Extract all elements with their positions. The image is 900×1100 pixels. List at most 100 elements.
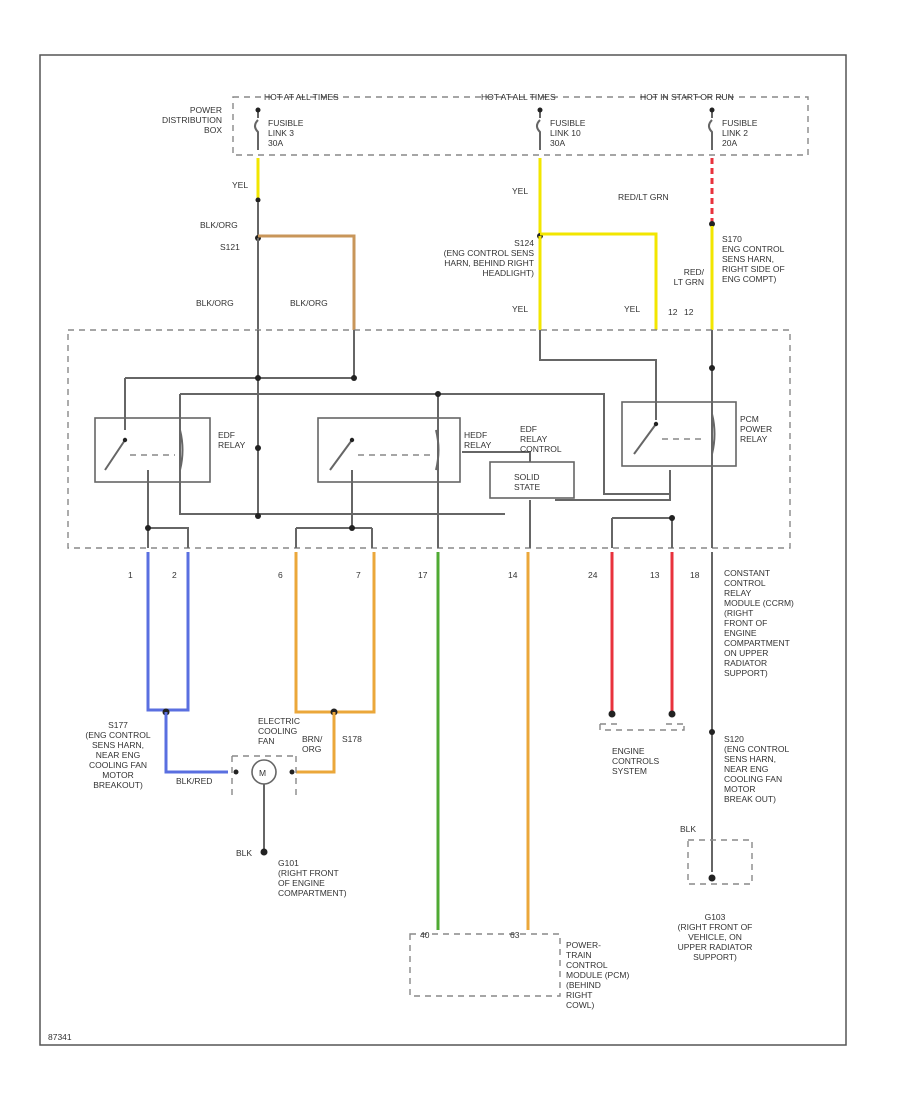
svg-text:S120: S120 [724,734,744,744]
s120-label: S120 (ENG CONTROL SENS HARN, NEAR ENG CO… [724,734,789,804]
s124-line2: (ENG CONTROL SENS [444,248,535,258]
svg-text:MODULE (PCM): MODULE (PCM) [566,970,629,980]
svg-text:6: 6 [278,570,283,580]
edf-relay-control-2: RELAY [520,434,548,444]
edf-relay-control-1: EDF [520,424,537,434]
brn-org-wire-to-fan [296,712,336,774]
pcm-box [409,933,561,997]
svg-text:(ENG CONTROL: (ENG CONTROL [724,744,789,754]
power-box-line3: BOX [204,125,222,135]
ground-blk-label: BLK [236,848,252,858]
orange-wires-pins-6-7 [294,552,376,714]
s178-label: S178 [342,734,362,744]
svg-text:14: 14 [508,570,518,580]
s124-line3: HARN, BEHIND RIGHT [444,258,534,268]
connector-dot [255,197,261,203]
blk-org-label-b: BLK/ORG [290,298,328,308]
pcm-pin-63: 63 [510,930,520,940]
svg-text:CONSTANT: CONSTANT [724,568,770,578]
svg-text:LINK 10: LINK 10 [550,128,581,138]
g101-label: G101 (RIGHT FRONT OF ENGINE COMPARTMENT) [278,858,347,898]
ccrm-internal-wiring [124,330,715,548]
svg-text:COWL): COWL) [566,1000,595,1010]
svg-text:RADIATOR: RADIATOR [724,658,767,668]
svg-text:COMPARTMENT: COMPARTMENT [724,638,790,648]
red-lt-grn-top-label: RED/LT GRN [618,192,669,202]
blk-org-tan-wire [258,234,356,330]
edf-relay: EDF RELAY [94,417,246,483]
svg-text:RIGHT: RIGHT [566,990,592,1000]
g103-dashed-box [687,839,753,885]
svg-text:SUPPORT): SUPPORT) [693,952,737,962]
svg-text:SENS HARN,: SENS HARN, [92,740,144,750]
red-lt-grn-label-1: RED/ [684,267,705,277]
svg-text:RELAY: RELAY [464,440,492,450]
svg-text:MOTOR: MOTOR [724,784,755,794]
svg-text:EDF: EDF [218,430,235,440]
yel-wire-4 [540,232,658,330]
red-lt-grn-label-2: LT GRN [674,277,704,287]
solid-state-line1: SOLID [514,472,540,482]
svg-text:COOLING FAN: COOLING FAN [89,760,147,770]
electric-cooling-fan: ELECTRIC COOLING FAN M [231,716,300,850]
s170-line4: RIGHT SIDE OF [722,264,785,274]
svg-text:MOTOR: MOTOR [102,770,133,780]
splice-s170 [709,221,715,227]
svg-text:UPPER RADIATOR: UPPER RADIATOR [678,942,753,952]
svg-text:(ENG CONTROL: (ENG CONTROL [85,730,150,740]
brn-org-label-2: ORG [302,744,321,754]
svg-text:CONTROL: CONTROL [724,578,766,588]
blk-red-wire-to-fan [164,712,228,774]
ccrm-pins: 1 2 6 7 17 14 24 13 18 [128,570,700,580]
s124-line4: HEADLIGHT) [483,268,535,278]
fusible-link-10: FUSIBLE LINK 10 30A [536,107,586,150]
svg-text:MODULE (CCRM): MODULE (CCRM) [724,598,794,608]
svg-text:SUPPORT): SUPPORT) [724,668,768,678]
svg-text:LINK 3: LINK 3 [268,128,294,138]
engine-controls-bracket [599,723,685,731]
solid-state-box [489,461,575,499]
pcm-pin-40: 40 [420,930,430,940]
svg-text:RELAY: RELAY [218,440,246,450]
hedf-relay: HEDF RELAY [317,417,492,483]
svg-text:30A: 30A [550,138,565,148]
svg-text:13: 13 [650,570,660,580]
ground-g101-dot [260,848,268,856]
svg-text:(BEHIND: (BEHIND [566,980,601,990]
svg-text:TRAIN: TRAIN [566,950,592,960]
s124-line1: S124 [514,238,534,248]
svg-text:FRONT OF: FRONT OF [724,618,767,628]
blk-red-label: BLK/RED [176,776,212,786]
svg-text:HEDF: HEDF [464,430,487,440]
engine-controls-line1: ENGINE [612,746,645,756]
s170-line2: ENG CONTROL [722,244,785,254]
g103-label: G103 (RIGHT FRONT OF VEHICLE, ON UPPER R… [678,912,753,962]
terminal-12-b: 12 [684,307,694,317]
svg-text:FUSIBLE: FUSIBLE [268,118,304,128]
svg-text:ELECTRIC: ELECTRIC [258,716,300,726]
svg-text:SENS HARN,: SENS HARN, [724,754,776,764]
svg-text:S177: S177 [108,720,128,730]
hot-at-all-times-label-2: HOT AT ALL TIMES [481,92,556,102]
g103-blk-label: BLK [680,824,696,834]
s170-line5: ENG COMPT) [722,274,776,284]
hot-at-all-times-label: HOT AT ALL TIMES [264,92,339,102]
pcm-label: POWER- TRAIN CONTROL MODULE (PCM) (BEHIN… [566,940,629,1010]
engine-controls-line2: CONTROLS [612,756,660,766]
svg-text:NEAR ENG: NEAR ENG [96,750,140,760]
fusible-link-2: FUSIBLE LINK 2 20A [708,107,758,150]
splice-s120 [709,729,715,735]
brn-org-label-1: BRN/ [302,734,323,744]
svg-text:1: 1 [128,570,133,580]
svg-text:COOLING FAN: COOLING FAN [724,774,782,784]
yel-label-4: YEL [624,304,640,314]
svg-text:M: M [259,768,266,778]
svg-text:RELAY: RELAY [740,434,768,444]
yel-label-1: YEL [232,180,248,190]
svg-text:COMPARTMENT): COMPARTMENT) [278,888,347,898]
s121-label: S121 [220,242,240,252]
edf-relay-control-3: CONTROL [520,444,562,454]
blk-org-top-label: BLK/ORG [200,220,238,230]
svg-text:17: 17 [418,570,428,580]
engine-controls-terminal-b [668,710,676,718]
